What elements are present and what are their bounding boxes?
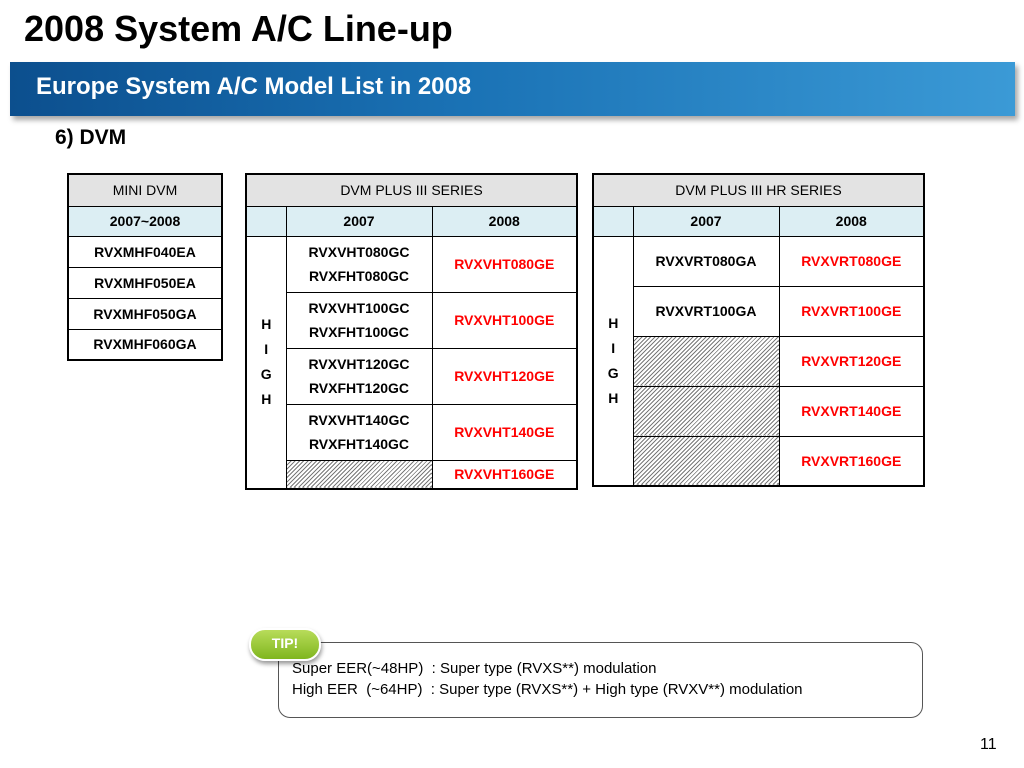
tip-box [278, 642, 923, 718]
page-number: 11 [980, 736, 997, 753]
empty-hatched-cell [632, 435, 780, 487]
empty-hatched-cell [632, 385, 780, 437]
year-2007-label: 2007 [285, 205, 433, 237]
mini-dvm-years: 2007~2008 [67, 205, 223, 237]
tip-line-2: High EER (~64HP) : Super type (RVXS**) +… [292, 681, 803, 698]
year-2008-label: 2008 [778, 205, 925, 237]
empty-hatched-cell [285, 459, 433, 490]
model-2008-cell: RVXVRT080GE [778, 235, 925, 287]
tip-line-1: Super EER(~48HP) : Super type (RVXS**) m… [292, 660, 657, 677]
section-subtitle: 6) DVM [55, 126, 127, 149]
mini-dvm-model: RVXMHF050GA [67, 297, 223, 330]
dvm-plus3-hr-header: DVM PLUS III HR SERIES [592, 173, 925, 207]
banner-text: Europe System A/C Model List in 2008 [36, 73, 472, 100]
model-2008-cell: RVXVHT160GE [431, 459, 578, 490]
model-2008-cell: RVXVRT120GE [778, 335, 925, 387]
year-blank-cell [592, 205, 634, 237]
tip-badge-label: TIP! [271, 635, 299, 651]
year-2007-label: 2007 [632, 205, 780, 237]
model-2008-cell: RVXVHT140GE [431, 403, 578, 461]
model-2008-cell: RVXVRT100GE [778, 285, 925, 337]
model-2007-cell: RVXVRT100GA [632, 285, 780, 337]
mini-dvm-table: MINI DVM 2007~2008 RVXMHF040EA RVXMHF050… [67, 173, 223, 361]
section-banner: Europe System A/C Model List in 2008 [10, 62, 1015, 116]
model-2007-cell: RVXVRT080GA [632, 235, 780, 287]
model-2008-cell: RVXVHT100GE [431, 291, 578, 349]
mini-dvm-header: MINI DVM [67, 173, 223, 207]
model-2008-cell: RVXVHT120GE [431, 347, 578, 405]
model-2008-cell: RVXVRT140GE [778, 385, 925, 437]
model-2008-cell: RVXVHT080GE [431, 235, 578, 293]
slide-title: 2008 System A/C Line-up [24, 8, 453, 49]
tip-badge: TIP! [249, 628, 321, 661]
model-2008-cell: RVXVRT160GE [778, 435, 925, 487]
year-blank-cell [245, 205, 287, 237]
mini-dvm-model: RVXMHF050EA [67, 266, 223, 299]
dvm-plus3-header: DVM PLUS III SERIES [245, 173, 578, 207]
mini-dvm-model: RVXMHF040EA [67, 235, 223, 268]
mini-dvm-model: RVXMHF060GA [67, 328, 223, 361]
year-2008-label: 2008 [431, 205, 578, 237]
empty-hatched-cell [632, 335, 780, 387]
